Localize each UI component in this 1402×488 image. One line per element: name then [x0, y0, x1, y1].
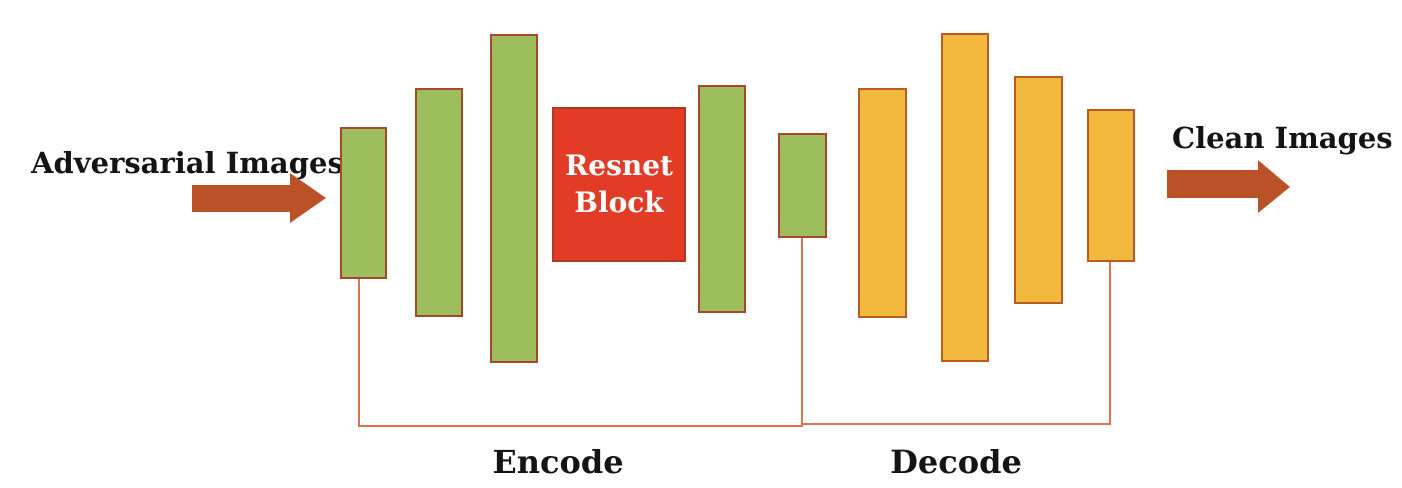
adversarial-images-label: Adversarial Images — [31, 146, 344, 180]
encoder-bar — [340, 127, 387, 279]
decoder-bar — [1014, 76, 1063, 304]
encoder-bar — [490, 34, 538, 363]
decode-label: Decode — [890, 443, 1022, 481]
resnet-block-label: Resnet Block — [565, 148, 673, 219]
decoder-bar — [1087, 109, 1135, 262]
output-arrow — [1167, 160, 1290, 213]
encoder-bar — [778, 133, 827, 238]
encoder-bar — [415, 88, 463, 317]
decoder-bar — [941, 33, 989, 362]
encoder-bar — [698, 85, 746, 313]
input-arrow — [192, 173, 326, 223]
decoder-bar — [858, 88, 907, 318]
resnet-block: Resnet Block — [552, 107, 686, 262]
clean-images-label: Clean Images — [1172, 121, 1393, 155]
encode-label: Encode — [492, 443, 624, 481]
